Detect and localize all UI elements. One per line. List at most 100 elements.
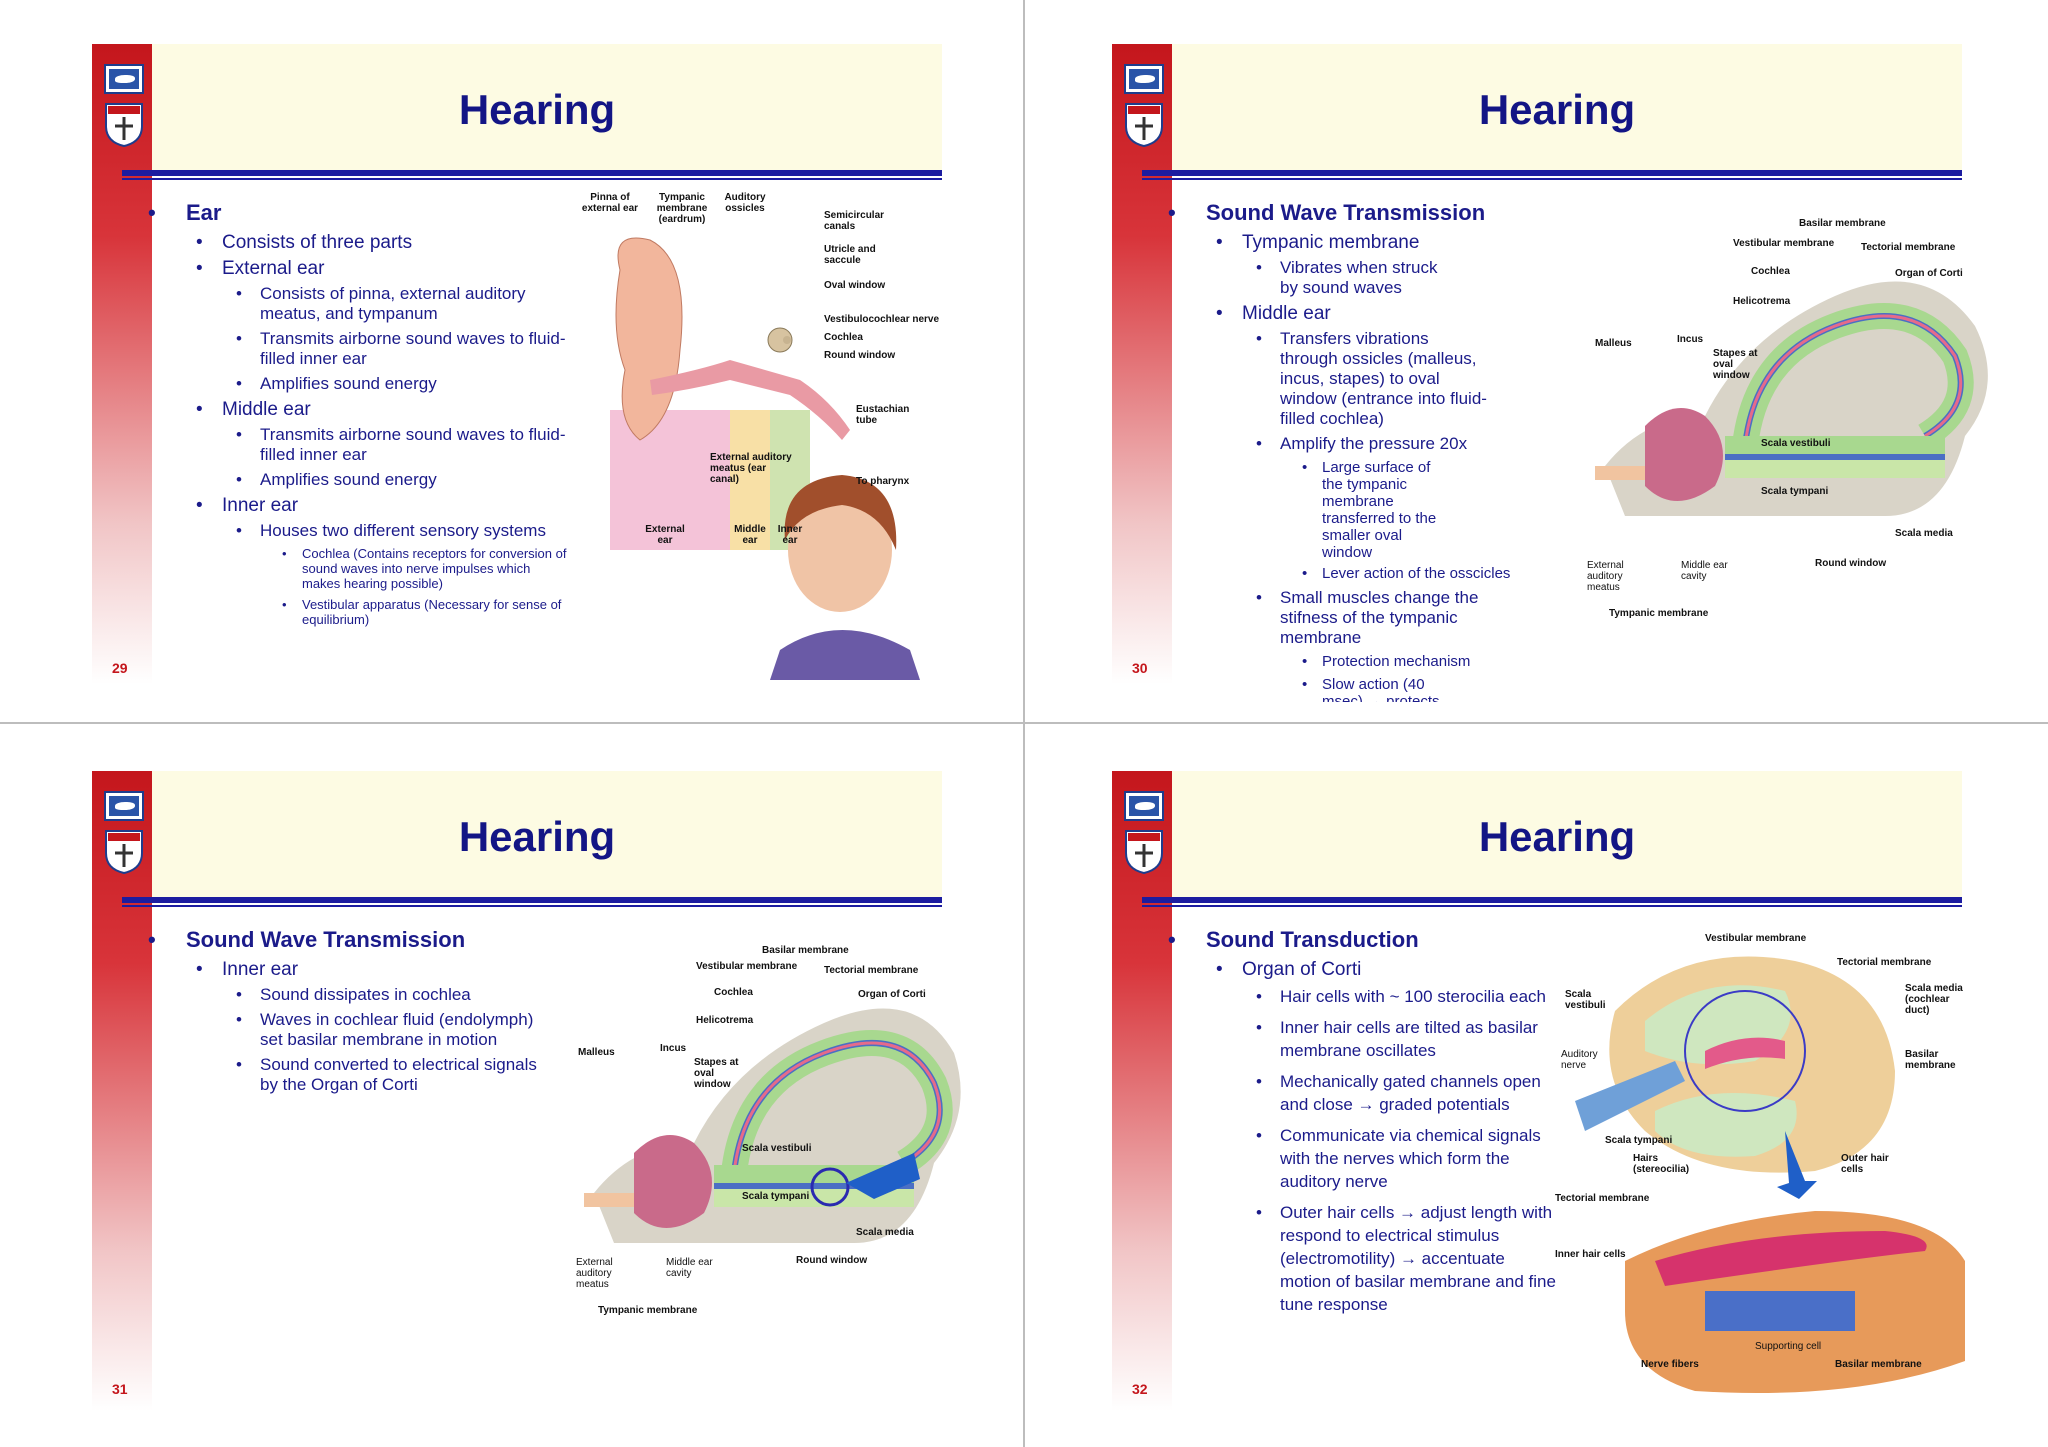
bullet-list: Ear Consists of three parts External ear… (148, 200, 568, 633)
slide-title: Hearing (1478, 813, 1636, 860)
bullet-item: Cochlea (Contains receptors for conversi… (148, 546, 568, 591)
label-basilar-top: Basilar membrane (1905, 1049, 1956, 1071)
bullet-item: Small muscles change the stifness of the… (1168, 588, 1608, 648)
bullet-item: Slow action (40 msec) → protects only fr… (1168, 676, 1608, 702)
label-media: Scala media (cochlear duct) (1905, 983, 1963, 1016)
bullet-item: Sound converted to electrical signals by… (148, 1055, 548, 1095)
label-meatus: External auditory meatus (1587, 560, 1624, 593)
title-rule-thin (1142, 905, 1962, 907)
bullet-item: Mechanically gated channels open and clo… (1168, 1070, 1558, 1116)
organ-of-corti-illustration (1575, 956, 1965, 1393)
crest-icon (1125, 830, 1163, 875)
title-rule (1142, 897, 1962, 903)
label-malleus: Malleus (1595, 338, 1632, 349)
crest-icon (1125, 103, 1163, 148)
label-meatus: External auditory meatus (576, 1257, 613, 1290)
crest-icon (105, 103, 143, 148)
bullet-item: Inner hair cells are tilted as basilar m… (1168, 1016, 1558, 1062)
title-rule-thin (122, 905, 942, 907)
label-tectorial-top: Tectorial membrane (1837, 957, 1932, 968)
label-vestibuli: Scala vestibuli (1565, 989, 1606, 1011)
title-rule (1142, 170, 1962, 176)
label-inner-ear: Inner ear (777, 524, 803, 546)
bullet-item: Consists of three parts (148, 232, 568, 254)
label-semicircular: Semicircular canals (824, 210, 885, 232)
bullet-item: Sound dissipates in cochlea (148, 985, 548, 1005)
label-corti: Organ of Corti (1895, 268, 1963, 279)
bullet-item: Lever action of the osscicles (1168, 565, 1608, 582)
bullet-list: Sound Wave Transmission Inner ear Sound … (148, 927, 548, 1100)
slide-sidebar (1112, 771, 1172, 1411)
label-cochlea: Cochlea (1751, 266, 1790, 277)
label-middle-ear: Middle ear (734, 524, 766, 546)
cyprus-flag-icon (104, 791, 144, 821)
ear-illustration (610, 237, 920, 680)
bullet-item: Consists of pinna, external auditory mea… (148, 284, 568, 324)
label-utricle: Utricle and saccule (824, 244, 876, 266)
bullet-item: Amplifies sound energy (148, 470, 568, 490)
bullet-item: Houses two different sensory systems (148, 521, 568, 541)
page-number: 31 (112, 1381, 128, 1397)
label-media: Scala media (856, 1227, 914, 1238)
label-round: Round window (1815, 558, 1887, 569)
label-stapes: Stapes at oval window (694, 1057, 739, 1090)
label-incus: Incus (660, 1043, 687, 1054)
label-incus: Incus (1677, 334, 1704, 345)
slide-30: Hearing 30 Sound Wave Transmission Tympa… (1025, 0, 2029, 702)
bullet-list: Sound Transduction Organ of Corti Hair c… (1168, 927, 1558, 1321)
cochlea-figure: Basilar membrane Vestibular membrane Tec… (1585, 216, 2005, 626)
organ-of-corti-figure: Vestibular membrane Tectorial membrane S… (1555, 931, 1995, 1411)
slide-title: Hearing (458, 86, 616, 133)
bullet-item: Sound Transduction (1168, 927, 1558, 953)
bullet-item: Large surface of the tympanic membrane t… (1168, 459, 1608, 561)
label-tectorial: Tectorial membrane (824, 965, 919, 976)
slide-title: Hearing (1478, 86, 1636, 133)
label-basilar: Basilar membrane (1835, 1359, 1922, 1370)
label-tympanic: Tympanic membrane (598, 1305, 698, 1316)
label-vestibular: Vestibular membrane (696, 961, 798, 972)
label-vestibuli: Scala vestibuli (742, 1143, 812, 1154)
bullet-item: Sound Wave Transmission (148, 927, 548, 953)
cochlea-illustration (1595, 281, 1988, 516)
label-external-ear: External ear (645, 524, 685, 546)
label-cochlea: Cochlea (824, 332, 863, 343)
title-bar (152, 44, 942, 170)
label-round: Round window (796, 1255, 868, 1266)
bullet-item: Transmits airborne sound waves to fluid-… (148, 329, 568, 369)
title-rule (122, 897, 942, 903)
title-bar (1172, 44, 1962, 170)
bullet-item: Middle ear (1168, 303, 1608, 325)
bullet-item: External ear (148, 258, 568, 280)
label-tympanic: Tympanic membrane (1609, 608, 1709, 619)
label-cavity: Middle ear cavity (666, 1257, 713, 1279)
label-vestibulocochlear: Vestibulocochlear nerve (824, 314, 940, 325)
label-tympanic: Tympanic membrane (eardrum) (656, 192, 708, 225)
label-basilar: Basilar membrane (762, 945, 849, 956)
bullet-item: Protection mechanism (1168, 653, 1608, 670)
label-media: Scala media (1895, 528, 1953, 539)
label-tectorial: Tectorial membrane (1555, 1193, 1650, 1204)
bullet-item: Vibrates when struck by sound waves (1168, 258, 1608, 298)
label-vestibular: Vestibular membrane (1705, 933, 1807, 944)
label-tympani: Scala tympani (742, 1191, 810, 1202)
title-rule (122, 170, 942, 176)
bullet-item: Ear (148, 200, 568, 226)
slide-31: Hearing 31 Sound Wave Transmission Inner… (0, 725, 1004, 1427)
title-rule-thin (1142, 178, 1962, 180)
cyprus-flag-icon (1124, 791, 1164, 821)
label-nerve-fibers: Nerve fibers (1641, 1359, 1699, 1370)
title-bar (1172, 771, 1962, 897)
label-tympani: Scala tympani (1761, 486, 1829, 497)
label-inner: Inner hair cells (1555, 1249, 1626, 1260)
title-bar (152, 771, 942, 897)
label-stapes: Stapes at oval window (1713, 348, 1758, 381)
slide-sidebar (92, 771, 152, 1411)
bullet-item: Waves in cochlear fluid (endolymph) set … (148, 1010, 548, 1050)
slide-29: Hearing 29 Ear Consists of three parts E… (0, 0, 1004, 702)
label-meatus: External auditory meatus (ear canal) (710, 452, 792, 485)
page-number: 32 (1132, 1381, 1148, 1397)
bullet-item: Middle ear (148, 399, 568, 421)
ear-anatomy-figure: Pinna of external ear Tympanic membrane … (580, 190, 950, 680)
bullet-item: Vestibular apparatus (Necessary for sens… (148, 597, 568, 627)
bullet-item: Sound Wave Transmission (1168, 200, 1608, 226)
